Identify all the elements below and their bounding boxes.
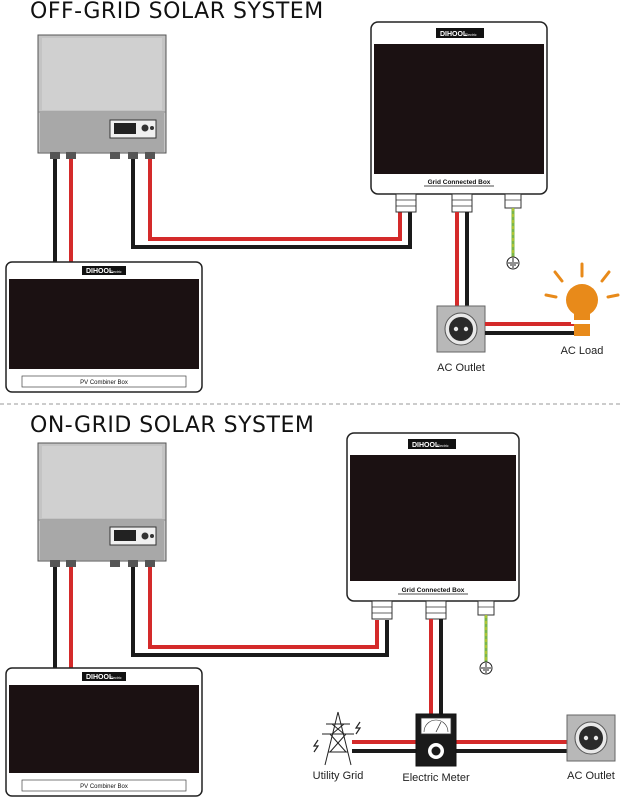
on-grid-ac-outlet-label: AC Outlet [567, 770, 615, 782]
inverter-display-icon [109, 119, 157, 139]
on-grid-combiner-label: PV Combiner Box [80, 784, 128, 790]
off-grid-ac-load-label: AC Load [561, 345, 604, 357]
inverter-display-icon [109, 526, 157, 546]
on-grid-gridbox-brand: DIHOOL [412, 442, 440, 449]
off-grid-combiner-box: DIHOOL Electric PV Combiner Box [5, 261, 203, 393]
off-grid-gridbox-label: Grid Connected Box [428, 179, 491, 186]
on-grid-gridbox-label: Grid Connected Box [402, 587, 465, 594]
ground-icon [479, 661, 493, 675]
on-grid-gridbox-brand-sub: Electric [437, 444, 449, 448]
off-grid-wires-combiner [53, 159, 73, 262]
on-grid-wires-gridbox [131, 567, 389, 657]
on-grid-wires-combiner [53, 567, 73, 668]
ac-outlet-icon [436, 305, 486, 353]
on-grid-inverter [37, 442, 167, 567]
utility-grid-label: Utility Grid [313, 770, 364, 782]
off-grid-ac-outlet-label: AC Outlet [437, 362, 485, 374]
ac-outlet-icon [566, 714, 616, 762]
electric-meter-icon [415, 713, 457, 767]
light-bulb-icon [544, 262, 620, 336]
off-grid-grid-connected-box: DIHOOL Electric Grid Connected Box [370, 21, 548, 213]
electric-meter-label: Electric Meter [402, 772, 470, 784]
off-grid-gridbox-brand: DIHOOL [440, 31, 468, 38]
off-grid-gridbox-brand-sub: Electric [465, 33, 477, 37]
on-grid-grid-connected-box: DIHOOL Electric Grid Connected Box [346, 432, 520, 620]
off-grid-combiner-brand-sub: Electric [110, 270, 122, 274]
on-grid-wires-meter [429, 615, 488, 714]
off-grid-wires-load [485, 322, 580, 335]
on-grid-combiner-brand: DIHOOL [86, 674, 114, 681]
off-grid-combiner-label: PV Combiner Box [80, 380, 128, 386]
off-grid-wires-gridbox [131, 159, 412, 249]
off-grid-wires-outlet [455, 208, 515, 306]
on-grid-title: ON-GRID SOLAR SYSTEM [30, 413, 314, 438]
on-grid-combiner-brand-sub: Electric [110, 676, 122, 680]
on-grid-combiner-box: DIHOOL Electric PV Combiner Box [5, 667, 203, 797]
utility-tower-icon [312, 711, 362, 766]
off-grid-combiner-brand: DIHOOL [86, 268, 114, 275]
off-grid-title: OFF-GRID SOLAR SYSTEM [30, 0, 324, 24]
on-grid-wires-utility [352, 740, 575, 753]
off-grid-inverter [37, 34, 167, 159]
ground-icon [506, 256, 520, 270]
